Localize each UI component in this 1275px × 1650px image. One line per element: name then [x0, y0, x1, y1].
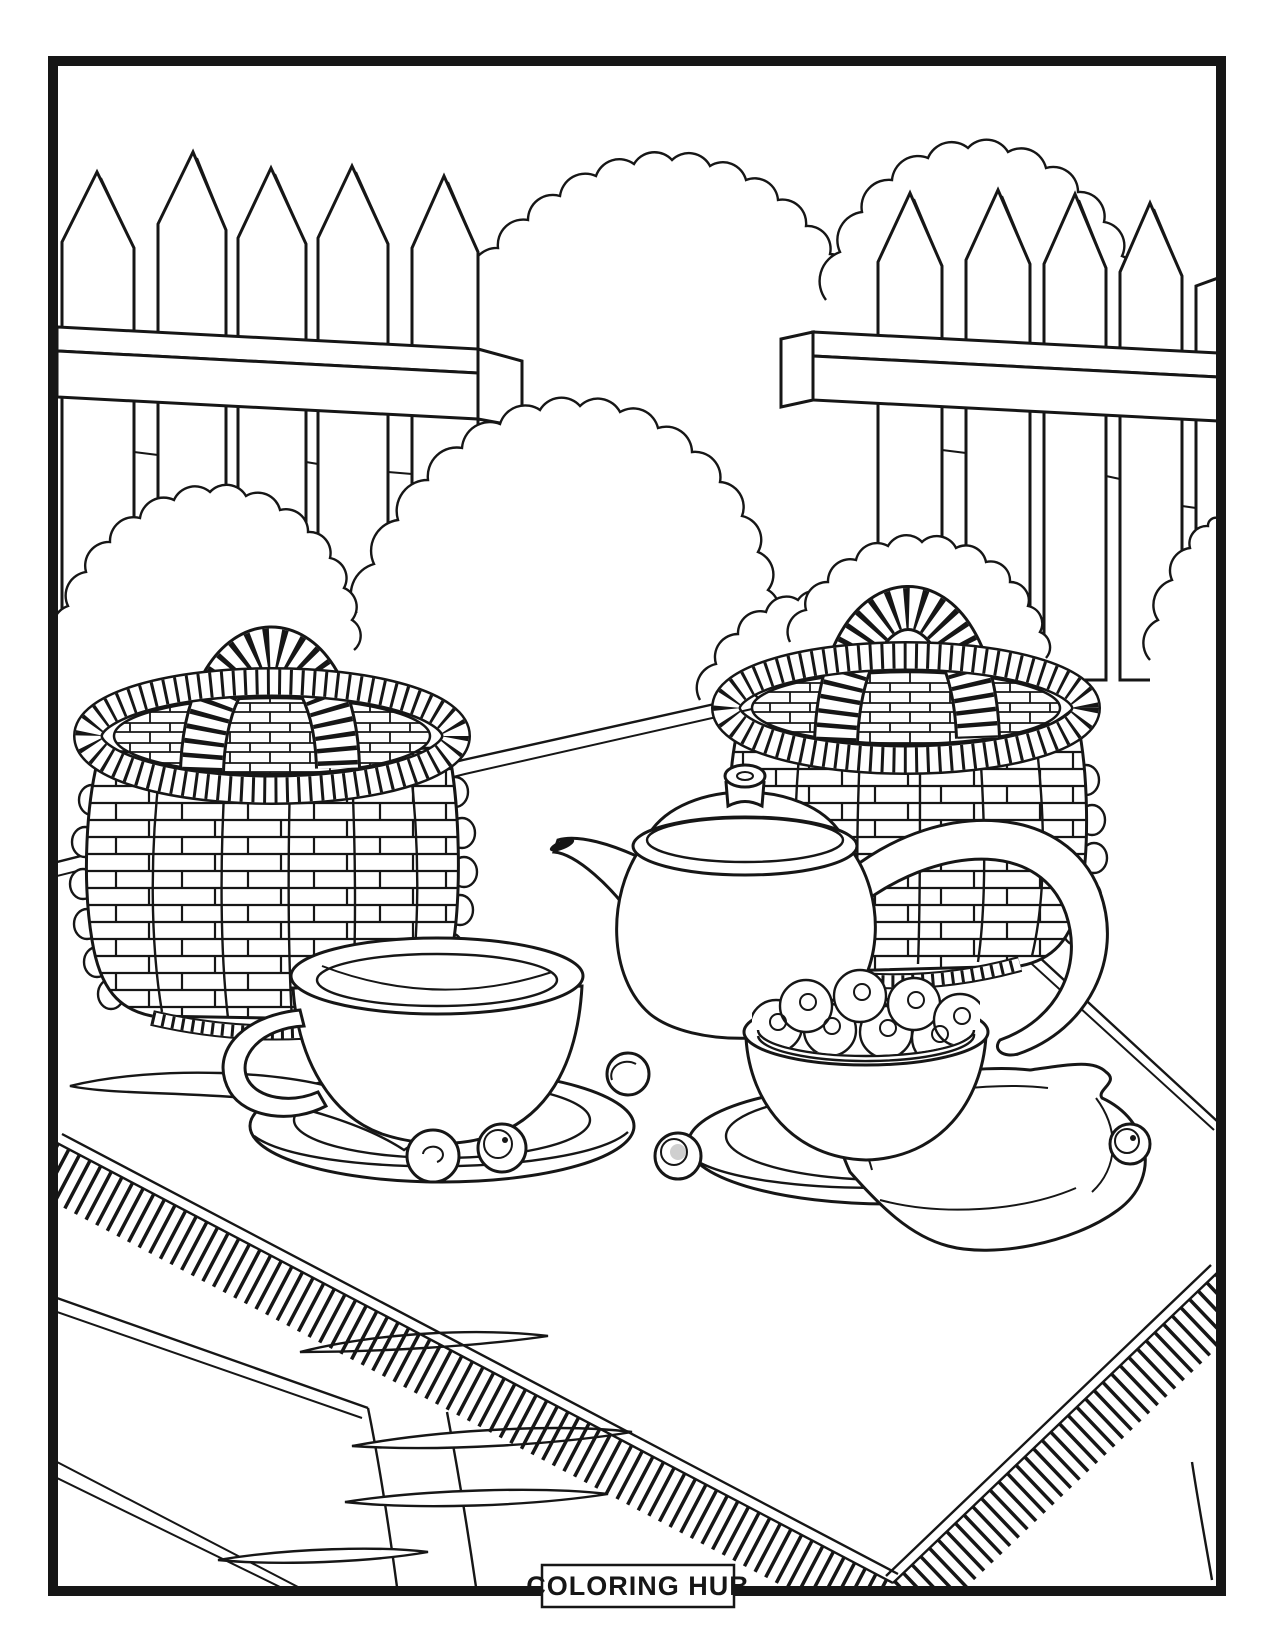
teacup-handle: [221, 1008, 329, 1118]
tablecloth-fringe: [58, 1132, 1216, 1586]
tea-surface: [315, 952, 559, 1008]
basket-opening: [750, 670, 1062, 746]
basket-opening: [112, 696, 432, 776]
brand-text: COLORING HUB: [526, 1571, 750, 1601]
spout-opening: [549, 838, 575, 852]
napkin-tail: [1190, 1461, 1214, 1581]
brand-badge: COLORING HUB: [526, 1563, 750, 1609]
berry-bowl-setting: [686, 968, 1147, 1252]
berry-icon: [778, 978, 834, 1034]
bush-outline: [58, 483, 362, 651]
berry-icon: [605, 1051, 651, 1097]
cloth-crease: [344, 1488, 609, 1508]
berry-icon: [832, 968, 888, 1024]
fringe-left: [58, 1143, 893, 1586]
fringe-right: [893, 1274, 1216, 1586]
cloth-crease: [351, 1426, 633, 1450]
bush-outline: [818, 138, 1144, 325]
bush-icon: [336, 397, 781, 780]
teapot-handle: [848, 819, 1109, 1057]
fence-rail-end: [779, 330, 815, 409]
table-front: [58, 1297, 1214, 1586]
fence-picket: [1042, 190, 1108, 682]
bush-icon: [412, 152, 895, 440]
picket-fence-right: [779, 186, 1216, 702]
berry-icon: [476, 1122, 528, 1174]
scene: [58, 138, 1216, 1586]
fence-picket: [1118, 199, 1184, 682]
berry-icon: [405, 1128, 461, 1184]
berry-icon: [886, 976, 942, 1032]
bush-outline: [335, 396, 782, 663]
bush-icon: [1143, 517, 1216, 740]
berry-icon: [1108, 1122, 1152, 1166]
bush-outline: [1142, 516, 1216, 661]
cloth-crease: [217, 1547, 429, 1565]
fence-picket: [60, 168, 136, 642]
bowl-body: [744, 1034, 988, 1162]
teacup-on-saucer: [69, 936, 636, 1184]
bush-outline: [786, 534, 1052, 659]
scattered-berries: [605, 1051, 1152, 1181]
cloth-crease: [299, 1330, 549, 1354]
bowl-berries: [752, 968, 980, 1055]
